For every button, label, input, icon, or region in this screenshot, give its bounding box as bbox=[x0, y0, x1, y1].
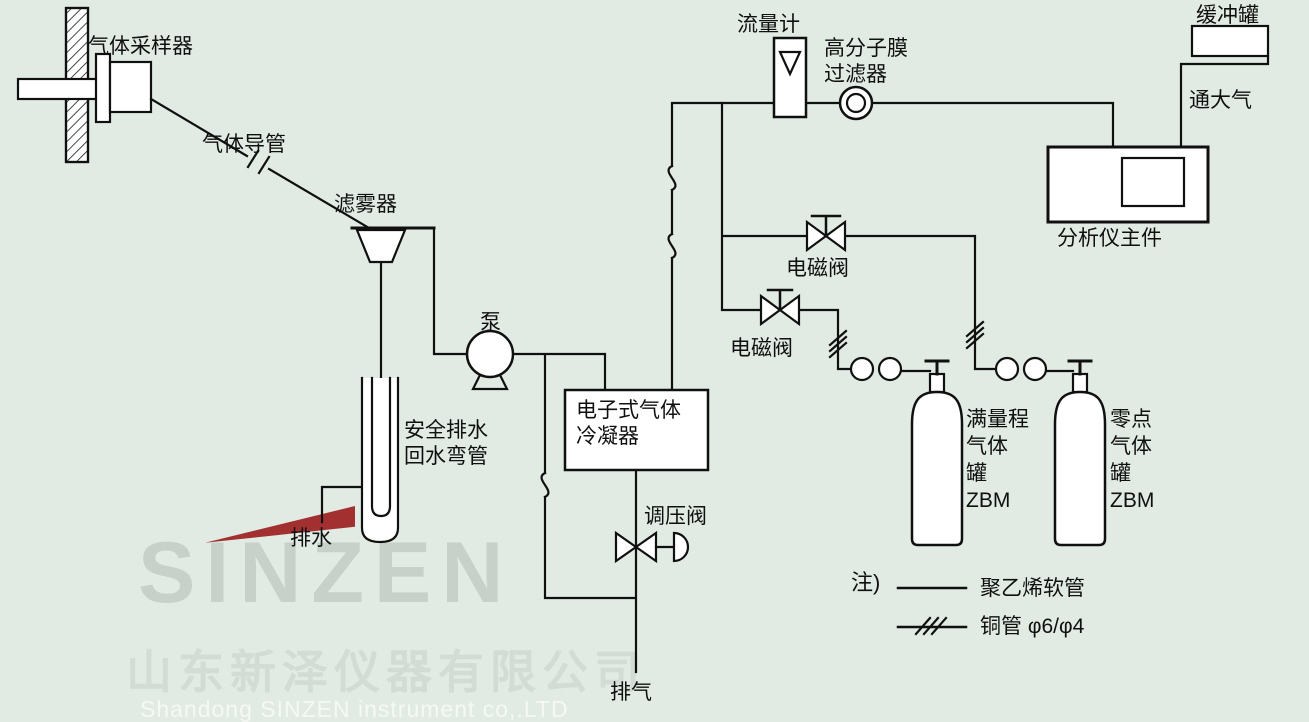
legend-note: 注) bbox=[851, 570, 881, 595]
span-tank-handle bbox=[924, 359, 950, 376]
label-drain-trap-line2: 回水弯管 bbox=[404, 445, 488, 468]
label-analyzer: 分析仪主件 bbox=[1057, 227, 1162, 250]
pipe-break-riser-2 bbox=[667, 232, 677, 260]
span-tank-symbol bbox=[910, 390, 964, 547]
pipe-calibration-lines bbox=[720, 101, 998, 371]
pipe-break-riser-1 bbox=[667, 164, 677, 192]
condenser-box bbox=[563, 388, 710, 472]
regulator-span-gauge-2 bbox=[877, 356, 903, 382]
label-span-tank-line4: ZBM bbox=[966, 489, 1011, 512]
label-drain: 排水 bbox=[290, 527, 332, 550]
label-solenoid-a: 电磁阀 bbox=[786, 257, 849, 280]
watermark-company-cn: 山东新泽仪器有限公司 bbox=[126, 646, 646, 698]
pump-base bbox=[471, 373, 509, 391]
label-zero-tank-line2: 气体 bbox=[1110, 435, 1152, 458]
legend-copper-marks bbox=[914, 616, 948, 636]
label-drain-trap-line1: 安全排水 bbox=[404, 419, 488, 442]
pressure-valve-left bbox=[614, 530, 638, 564]
regulator-zero-gauge-1 bbox=[994, 356, 1020, 382]
solenoid-a-left bbox=[805, 219, 828, 253]
label-zero-tank-line3: 罐 bbox=[1110, 462, 1131, 485]
sampler-body bbox=[108, 60, 153, 114]
solenoid-b-coil bbox=[766, 288, 794, 312]
span-tank-neck bbox=[928, 372, 946, 394]
solenoid-b-left bbox=[759, 293, 782, 327]
watermark-company-en: Shandong SINZEN instrument co,.LTD bbox=[140, 696, 569, 722]
gas-conduit-line bbox=[149, 97, 371, 230]
label-sampler: 气体采样器 bbox=[88, 35, 193, 58]
legend-hose-label: 聚乙烯软管 bbox=[980, 577, 1085, 600]
sampler-flange bbox=[94, 52, 112, 124]
label-membrane-filter: 高分子膜 过滤器 bbox=[824, 36, 908, 88]
pipe-break-bypass bbox=[540, 471, 550, 499]
label-span-tank-line3: 罐 bbox=[966, 462, 987, 485]
label-exhaust: 排气 bbox=[610, 681, 652, 704]
legend-copper-label: 铜管 φ6/φ4 bbox=[980, 615, 1085, 638]
drain-trap-outer bbox=[360, 376, 400, 544]
mist-filter-body bbox=[355, 228, 407, 264]
label-solenoid-b: 电磁阀 bbox=[730, 337, 793, 360]
label-span-tank-line1: 满量程 bbox=[966, 408, 1029, 431]
label-buffer-tank: 缓冲罐 bbox=[1196, 4, 1259, 27]
regulator-zero-gauge-2 bbox=[1022, 356, 1048, 382]
copper-pipe-marks-zero bbox=[965, 320, 985, 350]
pressure-valve-right bbox=[634, 530, 658, 564]
zero-tank-symbol bbox=[1053, 390, 1107, 547]
label-mist-filter: 滤雾器 bbox=[334, 193, 397, 216]
label-condenser: 电子式气体 冷凝器 bbox=[576, 398, 681, 450]
label-flow-meter: 流量计 bbox=[737, 13, 800, 36]
flow-meter-float bbox=[778, 50, 802, 77]
pressure-valve-actuator bbox=[672, 531, 690, 563]
solenoid-a-coil bbox=[810, 214, 842, 238]
flow-meter-body bbox=[772, 36, 808, 119]
label-pump: 泵 bbox=[480, 311, 501, 334]
label-conduit: 气体导管 bbox=[202, 133, 286, 156]
membrane-filter-inner bbox=[845, 92, 867, 114]
drain-trap-inner bbox=[370, 376, 392, 518]
watermark-logo: SINZEN bbox=[138, 525, 514, 621]
label-span-tank: 满量程 气体 罐 ZBM bbox=[966, 406, 1029, 514]
solenoid-b-right bbox=[778, 293, 801, 327]
regulator-span-gauge-1 bbox=[849, 356, 875, 382]
label-pressure-valve: 调压阀 bbox=[644, 505, 707, 528]
solenoid-a-right bbox=[824, 219, 847, 253]
label-membrane-line2: 过滤器 bbox=[824, 63, 887, 86]
copper-pipe-marks-span bbox=[828, 329, 848, 359]
conduit-break-mark bbox=[246, 149, 271, 175]
zero-tank-neck bbox=[1071, 372, 1089, 394]
label-vent: 通大气 bbox=[1189, 89, 1252, 112]
label-membrane-line1: 高分子膜 bbox=[824, 37, 908, 60]
label-zero-tank: 零点 气体 罐 ZBM bbox=[1110, 406, 1154, 514]
label-zero-tank-line4: ZBM bbox=[1110, 489, 1155, 512]
sampler-probe-pipe bbox=[16, 77, 104, 101]
label-condenser-line1: 电子式气体 bbox=[576, 399, 681, 422]
zero-tank-handle bbox=[1067, 359, 1093, 376]
label-condenser-line2: 冷凝器 bbox=[576, 425, 639, 448]
label-span-tank-line2: 气体 bbox=[966, 435, 1008, 458]
pump-symbol bbox=[465, 329, 515, 379]
analyzer-screen bbox=[1120, 156, 1186, 208]
label-drain-trap: 安全排水 回水弯管 bbox=[404, 418, 488, 470]
buffer-tank-body bbox=[1190, 24, 1270, 58]
label-zero-tank-line1: 零点 bbox=[1110, 408, 1152, 431]
